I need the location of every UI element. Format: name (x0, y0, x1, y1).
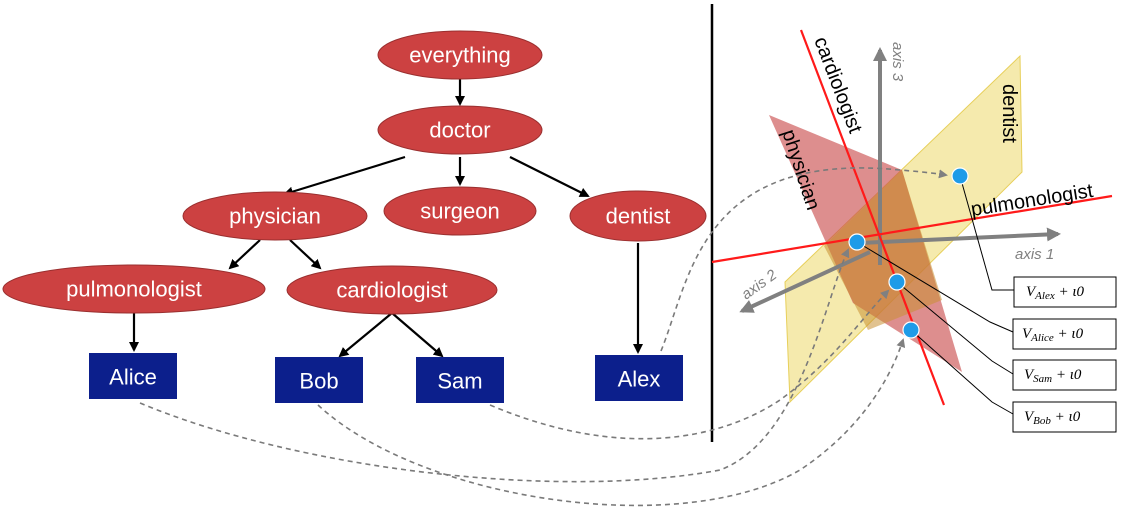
line-pulmonologist (711, 194, 1113, 264)
point-alice (848, 233, 866, 251)
label-cardiologist: cardiologist (809, 34, 866, 137)
axis-2-line (739, 250, 871, 313)
tree-node-pulmonologist: pulmonologist (2, 264, 266, 314)
node-label-physician: physician (229, 204, 321, 229)
vector-label-alice: VAlice + ι0 (1022, 326, 1084, 344)
node-shape (182, 191, 368, 241)
edge-physician-cardiologist (289, 239, 322, 270)
leaf-box (416, 357, 504, 403)
node-shape (377, 30, 543, 80)
vector-label-bob: VBob + ι0 (1024, 409, 1081, 427)
map-bob (317, 338, 906, 507)
line-cardiologist (799, 29, 946, 406)
vector-box-alice: VAlice + ι0 (1012, 318, 1117, 350)
node-label-surgeon: surgeon (420, 199, 500, 224)
leaf-box (275, 357, 363, 403)
vector-box-bob: VBob + ι0 (1012, 401, 1117, 433)
leader-alice (856, 241, 1014, 333)
node-label-dentist: dentist (606, 204, 671, 229)
map-alice (139, 248, 850, 483)
leaf-sam: Sam (416, 357, 504, 403)
leaf-alex: Alex (595, 355, 683, 401)
leaf-label-alex: Alex (618, 367, 661, 392)
node-shape (2, 264, 266, 314)
vector-box (1012, 401, 1117, 433)
vector-box (1012, 359, 1117, 391)
label-dentist: dentist (998, 84, 1020, 143)
vector-label-alex: VAlex + ι0 (1026, 284, 1085, 302)
point-alex (951, 167, 969, 185)
vector-box-alex: VAlex + ι0 (1013, 276, 1117, 308)
node-shape (383, 186, 537, 236)
leaf-box (89, 353, 177, 399)
edge-cardiologist-bob (338, 312, 393, 358)
map-alex (660, 167, 948, 352)
map-sam (489, 289, 890, 440)
leaf-label-sam: Sam (437, 369, 482, 394)
leader-bob (910, 329, 1014, 415)
leader-alex (959, 175, 1014, 291)
axis-1-label: axis 1 (1015, 246, 1054, 263)
edge-cardiologist-sam (391, 312, 444, 358)
node-label-cardiologist: cardiologist (336, 278, 447, 303)
node-shape (569, 190, 707, 242)
point-bob (902, 321, 920, 339)
leaf-box (595, 355, 683, 401)
edge-doctor-physician (283, 155, 406, 197)
edge-doctor-dentist (509, 156, 590, 197)
axis-3-label: axis 3 (889, 42, 906, 82)
node-label-doctor: doctor (429, 118, 490, 143)
embedding-space: cardiologist physician dentist pulmonolo… (711, 29, 1117, 433)
vector-box (1013, 276, 1117, 308)
tree-node-physician: physician (182, 191, 368, 241)
leaf-bob: Bob (275, 357, 363, 403)
leaf-label-bob: Bob (299, 369, 338, 394)
vector-label-sam: VSam + ι0 (1024, 367, 1082, 385)
node-shape (286, 265, 498, 315)
tree-node-surgeon: surgeon (383, 186, 537, 236)
tree-edges (129, 77, 643, 358)
node-shape (377, 105, 543, 155)
tree-node-everything: everything (377, 30, 543, 80)
mapping-arrows (139, 167, 948, 507)
plane-overlap (824, 170, 942, 330)
leaf-label-alice: Alice (109, 365, 157, 390)
axis-1-line (859, 227, 1061, 245)
vector-box (1012, 318, 1117, 350)
vector-box-sam: VSam + ι0 (1012, 359, 1117, 391)
leaf-alice: Alice (89, 353, 177, 399)
edge-physician-pulmonologist (228, 239, 261, 270)
node-label-everything: everything (409, 43, 511, 68)
leader-sam (896, 281, 1014, 375)
point-sam (888, 273, 906, 291)
tree-node-dentist: dentist (569, 190, 707, 242)
tree-node-cardiologist: cardiologist (286, 265, 498, 315)
tree-node-doctor: doctor (377, 105, 543, 155)
node-label-pulmonologist: pulmonologist (66, 277, 202, 302)
